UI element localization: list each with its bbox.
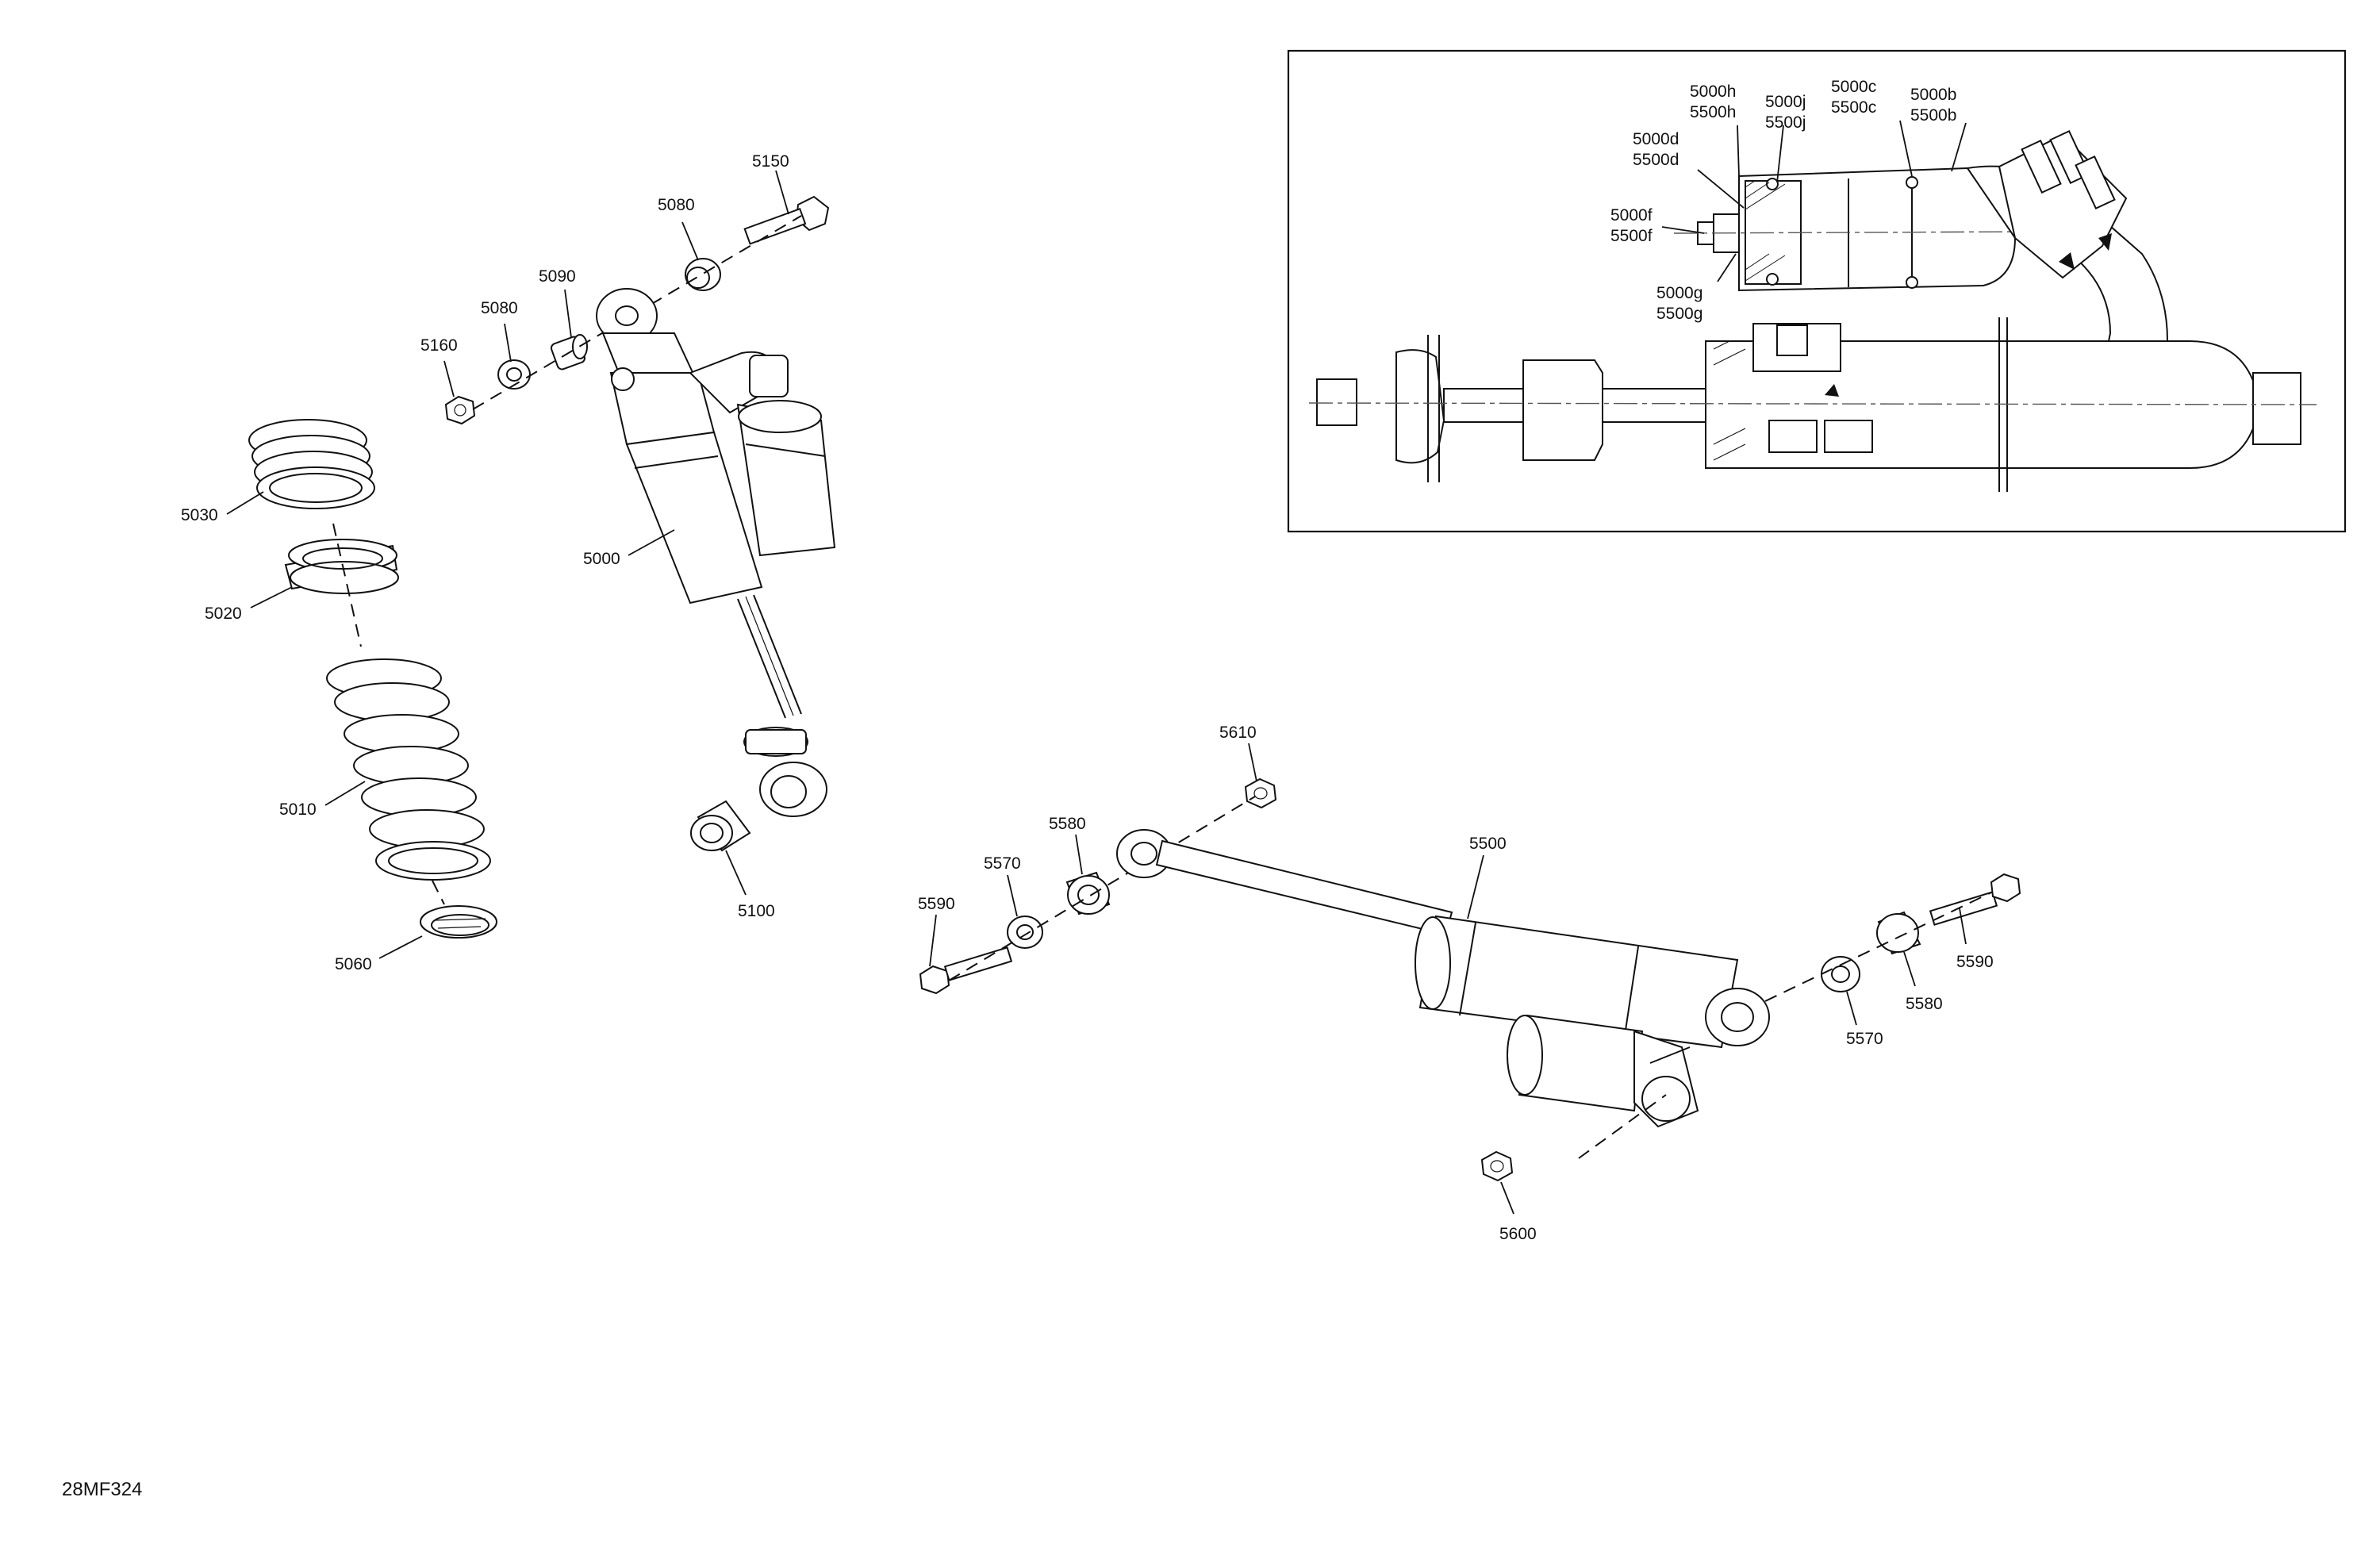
callout-5000: 5000 [583, 550, 620, 568]
callout-5060: 5060 [335, 955, 372, 973]
washer-5080-left [497, 359, 531, 390]
callout-5020: 5020 [205, 605, 242, 623]
callout-5080-left: 5080 [481, 299, 518, 317]
callout-5080-top: 5080 [658, 196, 695, 214]
inset-callout-5000h: 5000h [1690, 83, 1736, 101]
callout-5570-left: 5570 [984, 854, 1021, 873]
callout-5100: 5100 [738, 902, 775, 920]
inset-callout-5500c: 5500c [1831, 98, 1876, 117]
inset-callout-5000c: 5000c [1831, 78, 1876, 96]
callout-5600: 5600 [1499, 1225, 1537, 1243]
nut-5160 [444, 395, 476, 425]
inset-detail: 5000h 5500h 5000j 5500j 5000c 5500c 5000… [1287, 49, 2347, 533]
callout-5590-right: 5590 [1956, 953, 1994, 971]
rear-shock-group [248, 195, 836, 939]
callout-5580-left: 5580 [1049, 815, 1086, 833]
shock-body-5000 [596, 288, 836, 817]
callout-5590-left: 5590 [918, 895, 955, 913]
drawing-code: 28MF324 [62, 1479, 142, 1500]
inset-callout-5500b: 5500b [1910, 106, 1956, 125]
callout-5610: 5610 [1219, 724, 1257, 742]
nut-5610 [1244, 777, 1277, 809]
bushing-5580-right [1876, 911, 1921, 955]
bushing-5100 [690, 800, 751, 852]
retainer-clip-5060 [420, 905, 497, 939]
callout-5580-right: 5580 [1906, 995, 1943, 1013]
spring-5030 [248, 419, 375, 509]
callout-5030: 5030 [181, 506, 218, 524]
sleeve-5570-left [1007, 916, 1043, 949]
bolt-5590-left [919, 946, 1013, 995]
callout-5500: 5500 [1469, 835, 1507, 853]
callout-5150: 5150 [752, 152, 789, 171]
inset-callout-5500h: 5500h [1690, 103, 1736, 121]
shock-body-5500 [1116, 829, 1770, 1128]
spring-5010 [326, 658, 491, 881]
inset-callout-5000d: 5000d [1633, 130, 1679, 148]
bushing-5580-left [1065, 871, 1111, 916]
spring-seat-5020 [284, 539, 399, 594]
callout-5160: 5160 [420, 336, 458, 355]
inset-callout-5000f: 5000f [1610, 206, 1653, 225]
callout-5570-right: 5570 [1846, 1030, 1883, 1048]
callout-5010: 5010 [279, 800, 317, 819]
inset-callout-5500j: 5500j [1765, 113, 1806, 132]
callouts: 5150 5080 5090 5080 5160 5030 5000 5020 … [181, 152, 1994, 1243]
inset-valve-block [1998, 129, 2128, 279]
inset-callout-5000g: 5000g [1656, 284, 1702, 302]
sleeve-5570-right [1821, 956, 1860, 992]
bolt-5150 [743, 195, 830, 245]
inset-reservoir-section [1697, 167, 2017, 292]
inset-callout-5000b: 5000b [1910, 86, 1956, 104]
inset-callout-5500d: 5500d [1633, 151, 1679, 169]
front-shock-group [919, 777, 2021, 1182]
bushing-5080-top [685, 258, 721, 291]
nut-5600 [1480, 1150, 1514, 1182]
inset-callout-5500f: 5500f [1610, 227, 1653, 245]
callout-5090: 5090 [539, 267, 576, 286]
bolt-5590-right [1929, 873, 2021, 926]
inset-callout-5500g: 5500g [1656, 305, 1702, 323]
inset-callout-5000j: 5000j [1765, 93, 1806, 111]
